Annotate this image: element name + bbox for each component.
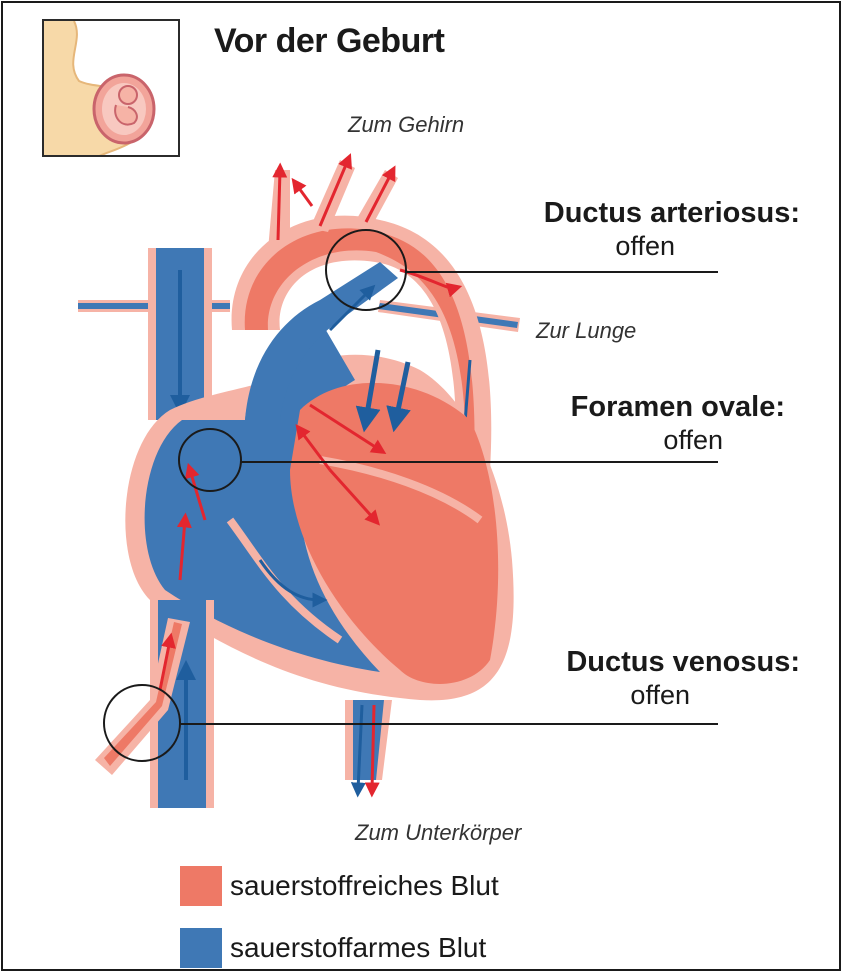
annotation-state: offen xyxy=(544,230,800,262)
annotation-heading: Ductus venosus: xyxy=(566,645,800,679)
legend-label: sauerstoffreiches Blut xyxy=(230,870,499,902)
inferior-vena-cava xyxy=(95,600,214,808)
legend-label: sauerstoffarmes Blut xyxy=(230,932,486,964)
label-to-brain: Zum Gehirn xyxy=(348,112,464,138)
annotation-foramen-ovale: Foramen ovale: offen xyxy=(571,390,785,456)
annotation-heading: Foramen ovale: xyxy=(571,390,785,424)
annotation-heading: Ductus arteriosus: xyxy=(544,196,800,230)
descending-aorta xyxy=(345,700,392,790)
legend-swatch-oxygen-rich xyxy=(180,866,222,906)
legend-swatch-oxygen-poor xyxy=(180,928,222,968)
annotation-ductus-venosus: Ductus venosus: offen xyxy=(566,645,800,711)
annotation-state: offen xyxy=(566,679,800,711)
label-to-lower-body: Zum Unterkörper xyxy=(355,820,521,846)
legend-oxygen-rich: sauerstoffreiches Blut xyxy=(180,866,499,906)
annotation-ductus-arteriosus: Ductus arteriosus: offen xyxy=(544,196,800,262)
annotation-state: offen xyxy=(571,424,785,456)
superior-vena-cava xyxy=(148,248,212,420)
legend-oxygen-poor: sauerstoffarmes Blut xyxy=(180,928,486,968)
label-to-lung: Zur Lunge xyxy=(536,318,636,344)
